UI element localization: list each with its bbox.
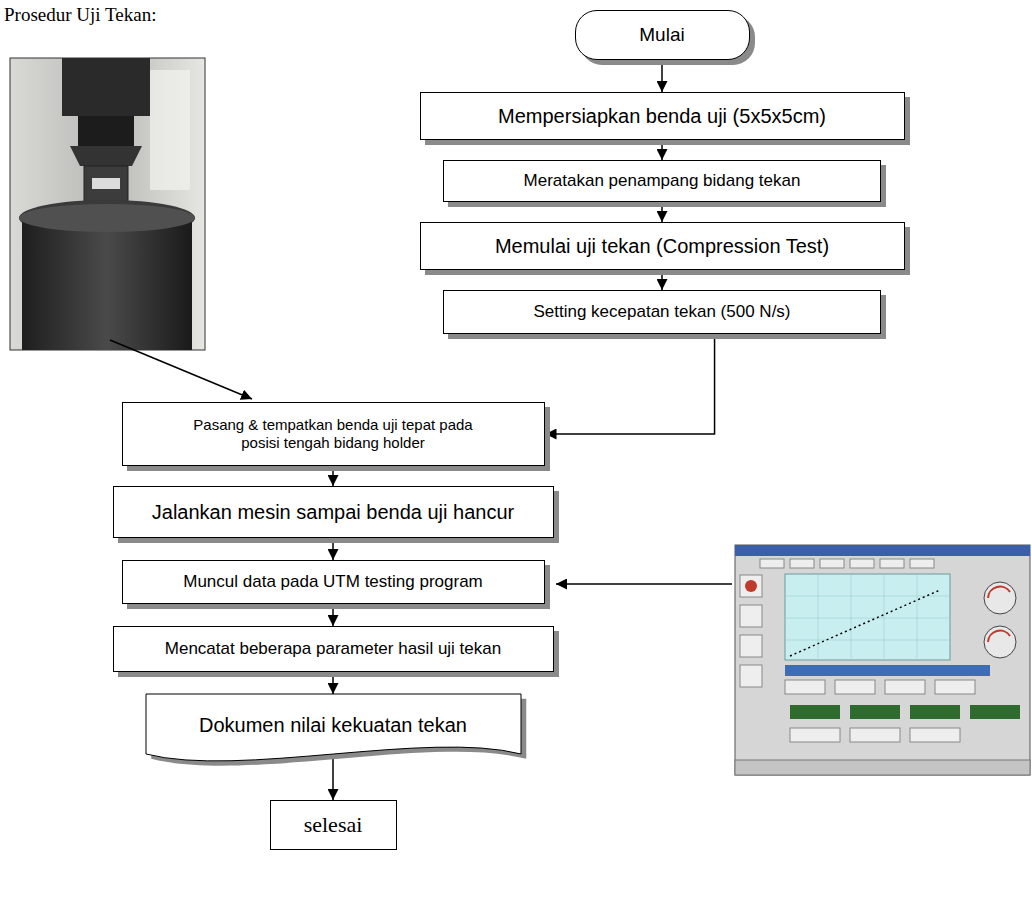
flow-arrow — [661, 60, 663, 92]
process-box: Meratakan penampang bidang tekan — [443, 160, 881, 202]
node-text: Muncul data pada UTM testing program — [183, 572, 483, 592]
flow-arrow — [661, 270, 663, 290]
flow-arrow — [661, 140, 663, 160]
flow-arrow — [332, 538, 334, 560]
leader-arrow — [556, 583, 732, 585]
flow-arrow — [332, 754, 334, 800]
machine-photo — [10, 58, 205, 350]
node-text: Memulai uji tekan (Compression Test) — [495, 234, 829, 258]
node-text: Mulai — [639, 24, 684, 47]
node-text: Setting kecepatan tekan (500 N/s) — [533, 302, 790, 322]
document-shape: Dokumen nilai kekuatan tekan — [146, 694, 521, 774]
process-box: Mencatat beberapa parameter hasil uji te… — [113, 626, 554, 672]
node-text: Mempersiapkan benda uji (5x5x5cm) — [498, 104, 826, 128]
leader-arrow — [110, 340, 252, 399]
node-text: Meratakan penampang bidang tekan — [524, 171, 801, 191]
flow-arrow — [332, 466, 334, 486]
node-text: Dokumen nilai kekuatan tekan — [199, 713, 467, 737]
process-box: Jalankan mesin sampai benda uji hancur — [113, 486, 554, 538]
process-box: Memulai uji tekan (Compression Test) — [420, 222, 905, 270]
flow-arrow — [332, 672, 334, 694]
node-text: Pasang & tempatkan benda uji tepat pada … — [173, 416, 494, 452]
node-text: Jalankan mesin sampai benda uji hancur — [152, 500, 514, 524]
process-box: Pasang & tempatkan benda uji tepat pada … — [122, 402, 545, 466]
flow-arrow — [546, 334, 715, 434]
start-terminal: Mulai — [575, 10, 750, 60]
process-box: Mempersiapkan benda uji (5x5x5cm) — [420, 92, 905, 140]
flow-arrow — [661, 202, 663, 222]
process-box: Setting kecepatan tekan (500 N/s) — [443, 290, 881, 334]
node-text: Mencatat beberapa parameter hasil uji te… — [165, 639, 501, 659]
software-screenshot — [735, 545, 1030, 775]
process-box: Muncul data pada UTM testing program — [122, 560, 545, 604]
end-box: selesai — [270, 800, 397, 850]
flow-arrow — [332, 604, 334, 626]
diagram-title: Prosedur Uji Tekan: — [4, 4, 156, 26]
node-text: selesai — [304, 812, 363, 838]
